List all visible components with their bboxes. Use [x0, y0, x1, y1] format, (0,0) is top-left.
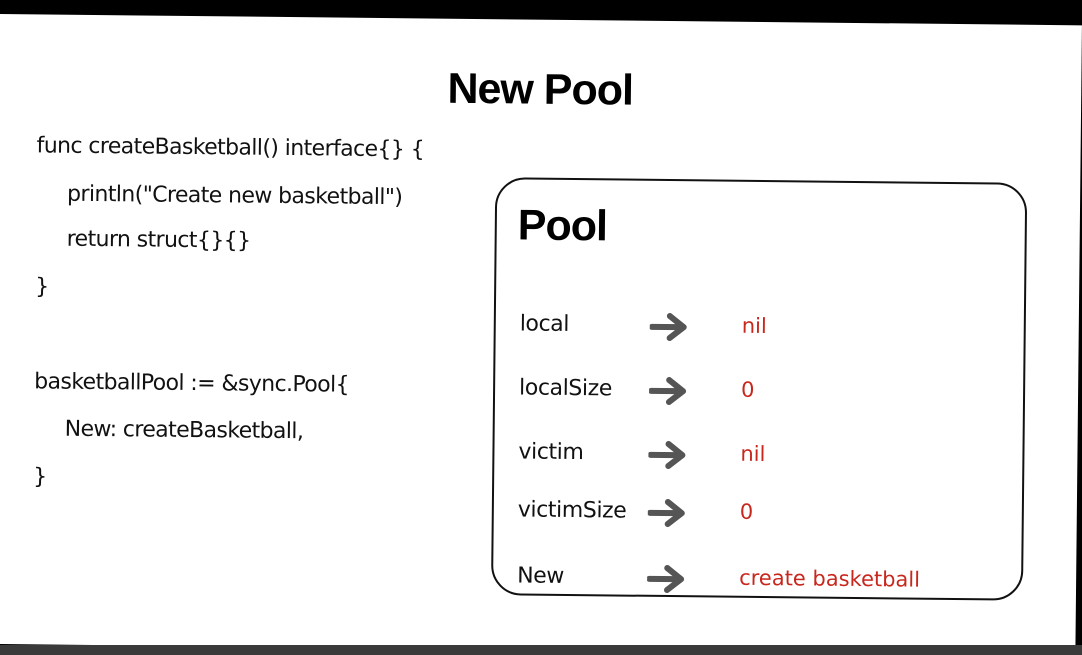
field-value: nil	[741, 313, 767, 339]
screen-bottom-edge	[0, 645, 1082, 655]
right-arrow-icon	[647, 499, 685, 528]
field-value: 0	[740, 377, 755, 402]
right-arrow-icon	[648, 377, 687, 406]
right-arrow-icon	[646, 565, 685, 594]
code-line: func createBasketball() interface{} {	[36, 133, 425, 163]
field-value: create basketball	[739, 565, 921, 592]
right-arrow-icon	[648, 441, 686, 470]
code-line: }	[35, 274, 49, 300]
code-line: }	[33, 464, 47, 490]
field-value: 0	[739, 499, 754, 524]
pool-row-local: local nil	[496, 307, 1024, 353]
slide: New Pool func createBasketball() interfa…	[0, 14, 1082, 655]
code-line: basketballPool := &sync.Pool{	[34, 369, 350, 398]
pool-row-victimsize: victimSize 0	[494, 493, 1022, 539]
field-label: victim	[518, 439, 584, 466]
field-label: local	[519, 311, 570, 337]
field-label: victimSize	[517, 497, 627, 524]
field-value: nil	[740, 441, 766, 467]
right-arrow-icon	[649, 313, 687, 342]
code-line: return struct{}{}	[66, 226, 251, 254]
pool-row-localsize: localSize 0	[495, 371, 1023, 417]
code-line: println("Create new basketball")	[66, 181, 403, 211]
field-label: New	[517, 563, 565, 589]
code-line: New: createBasketball,	[64, 416, 304, 445]
slide-title: New Pool	[447, 64, 634, 115]
pool-row-victim: victim nil	[494, 435, 1022, 481]
field-label: localSize	[518, 375, 613, 402]
pool-row-new: New create basketball	[493, 559, 1021, 605]
pool-box: Pool local nil localSize 0 victim nil	[490, 177, 1028, 601]
pool-title: Pool	[517, 201, 608, 251]
